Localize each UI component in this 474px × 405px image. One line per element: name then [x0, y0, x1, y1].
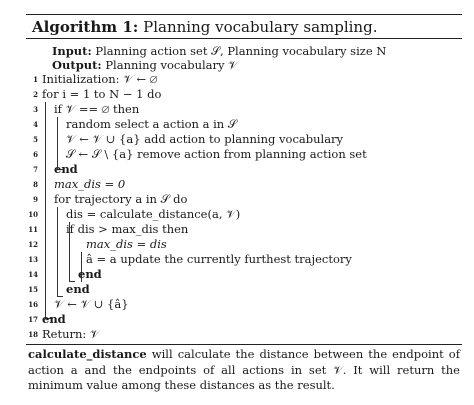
function-name: calculate_distance: [28, 347, 147, 361]
algorithm-title-label: Algorithm 1:: [32, 18, 139, 36]
algo-line-10: dis = calculate_distance(a, 𝒱): [66, 207, 241, 221]
if-block-bar: [57, 117, 63, 170]
line-number: 3: [33, 105, 38, 114]
algo-line-13: â = a update the currently furthest traj…: [86, 252, 352, 266]
algorithm-description: calculate_distance will calculate the di…: [28, 347, 460, 394]
line-number: 6: [33, 150, 38, 159]
algorithm-output: Output: Planning vocabulary 𝒱: [52, 58, 238, 73]
for-block-bar: [45, 102, 51, 319]
title-rule: [26, 38, 462, 39]
algo-line-3: if 𝒱 == ∅ then: [54, 102, 140, 116]
line-number: 12: [28, 240, 38, 249]
algo-line-11: if dis > max_dis then: [66, 222, 189, 236]
inner-for-body-bar: [69, 222, 75, 282]
algorithm-block: Algorithm 1: Planning vocabulary samplin…: [26, 14, 462, 392]
line-number: 15: [28, 285, 38, 294]
inner-for-block-bar: [57, 207, 63, 297]
algo-line-15: end: [66, 282, 90, 296]
algo-line-14: end: [78, 267, 102, 281]
algo-line-12: max_dis = dis: [86, 237, 167, 251]
algo-line-7: end: [54, 162, 78, 176]
algo-line-8: max_dis = 0: [54, 177, 126, 191]
input-label: Input:: [52, 44, 92, 58]
line-number: 16: [28, 300, 38, 309]
algo-line-2: for i = 1 to N − 1 do: [42, 87, 162, 101]
algo-line-9: for trajectory a in 𝒮 do: [54, 192, 188, 206]
algorithm-title-text: Planning vocabulary sampling.: [143, 18, 378, 36]
algo-line-1: Initialization: 𝒱 ← ∅: [42, 72, 158, 86]
description-text: will calculate the distance between the …: [28, 347, 460, 392]
algo-line-16: 𝒱 ← 𝒱 ∪ {â}: [54, 297, 129, 311]
inner-if-body-bar: [81, 252, 82, 282]
line-number: 13: [28, 255, 38, 264]
line-number: 14: [28, 270, 38, 279]
algo-line-5: 𝒱 ← 𝒱 ∪ {a} add action to planning vocab…: [66, 132, 344, 146]
line-number: 7: [33, 165, 38, 174]
algorithm-input: Input: Planning action set 𝒮, Planning v…: [52, 44, 386, 59]
line-number: 4: [33, 120, 38, 129]
input-text: Planning action set 𝒮, Planning vocabula…: [95, 44, 387, 58]
line-number: 9: [33, 195, 38, 204]
line-number: 17: [28, 315, 38, 324]
line-number: 18: [28, 330, 38, 339]
top-rule: [26, 14, 462, 15]
algo-line-17: end: [42, 312, 66, 326]
line-number: 10: [28, 210, 38, 219]
bottom-rule: [26, 344, 462, 345]
line-number: 2: [33, 90, 38, 99]
line-number: 8: [33, 180, 38, 189]
algo-line-18: Return: 𝒱: [42, 327, 100, 341]
output-text: Planning vocabulary 𝒱: [105, 58, 238, 72]
line-number: 1: [33, 75, 38, 84]
algorithm-title: Algorithm 1: Planning vocabulary samplin…: [32, 18, 377, 36]
output-label: Output:: [52, 58, 102, 72]
line-number: 5: [33, 135, 38, 144]
algo-line-4: random select a action a in 𝒮: [66, 117, 237, 131]
algo-line-6: 𝒮 ← 𝒮 \ {a} remove action from planning …: [66, 147, 367, 161]
line-number: 11: [28, 225, 38, 234]
